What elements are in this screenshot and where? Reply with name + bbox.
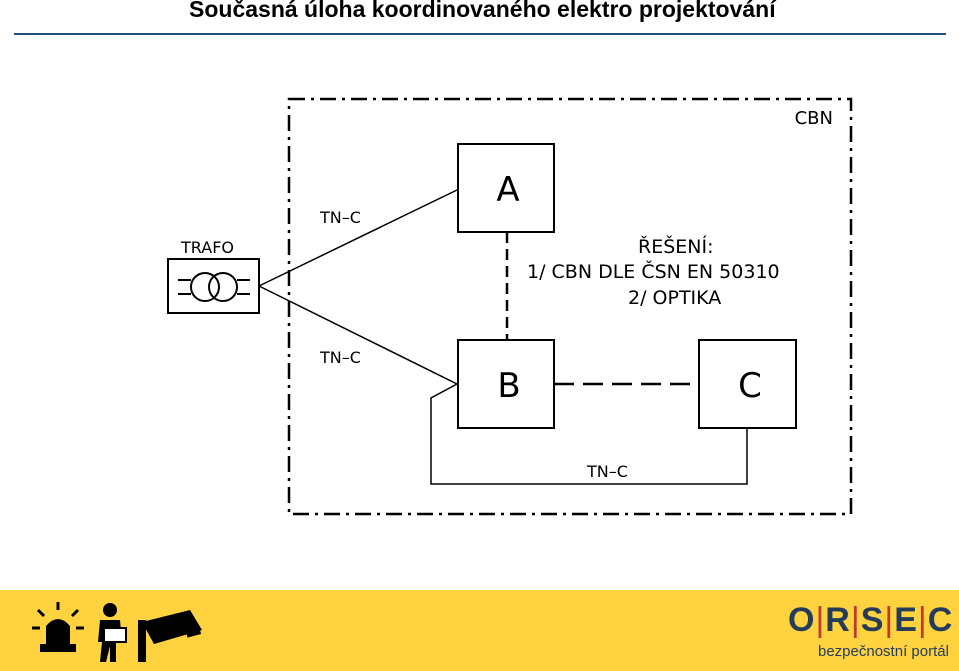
tn-c-line-to-b (258, 285, 458, 385)
tn-c-line-to-a (258, 189, 458, 287)
solution-line-2: 2/ OPTIKA (628, 287, 721, 309)
title-underline (14, 33, 946, 35)
logo-letter-e: E (894, 601, 918, 639)
camera-icon (138, 610, 202, 662)
logo-letter-s: S (860, 601, 885, 639)
trafo-label: TRAFO (180, 238, 234, 257)
box-b-label: B (497, 366, 520, 406)
solution-heading: ŘEŠENÍ: (638, 234, 714, 258)
box-c-label: C (738, 366, 762, 406)
box-b (457, 339, 555, 429)
cbn-zone-label: CBN (795, 108, 833, 129)
electrical-diagram: CBN TRAFO TN–C TN–C A B C TN–C ŘEŠENÍ: 1… (167, 97, 853, 516)
logo-letter-r: R (825, 601, 851, 639)
logo-letter-o: O (788, 601, 816, 639)
cbn-zone-boundary (287, 97, 853, 516)
slide-title: Současná úloha koordinovaného elektro pr… (189, 0, 776, 22)
box-c (698, 339, 797, 429)
logo-letter-c: C (927, 601, 954, 639)
tn-c-label-upper: TN–C (319, 208, 361, 227)
footer-bar: O|R|S|E|C bezpečnostní portál (0, 590, 959, 671)
tn-c-label-lower: TN–C (319, 348, 361, 367)
box-a-label: A (496, 170, 519, 210)
tn-c-label-bottom: TN–C (586, 462, 628, 481)
person-card-icon (98, 603, 127, 662)
orsec-logo: O|R|S|E|C bezpečnostní portál (788, 601, 954, 660)
transformer-symbol (167, 258, 260, 314)
logo-subtitle: bezpečnostní portál (818, 643, 949, 660)
beacon-icon (32, 602, 84, 652)
tn-c-line-b-to-c (430, 383, 748, 485)
solution-line-1: 1/ CBN DLE ČSN EN 50310 (527, 259, 780, 283)
footer-icon-strip (32, 602, 202, 662)
